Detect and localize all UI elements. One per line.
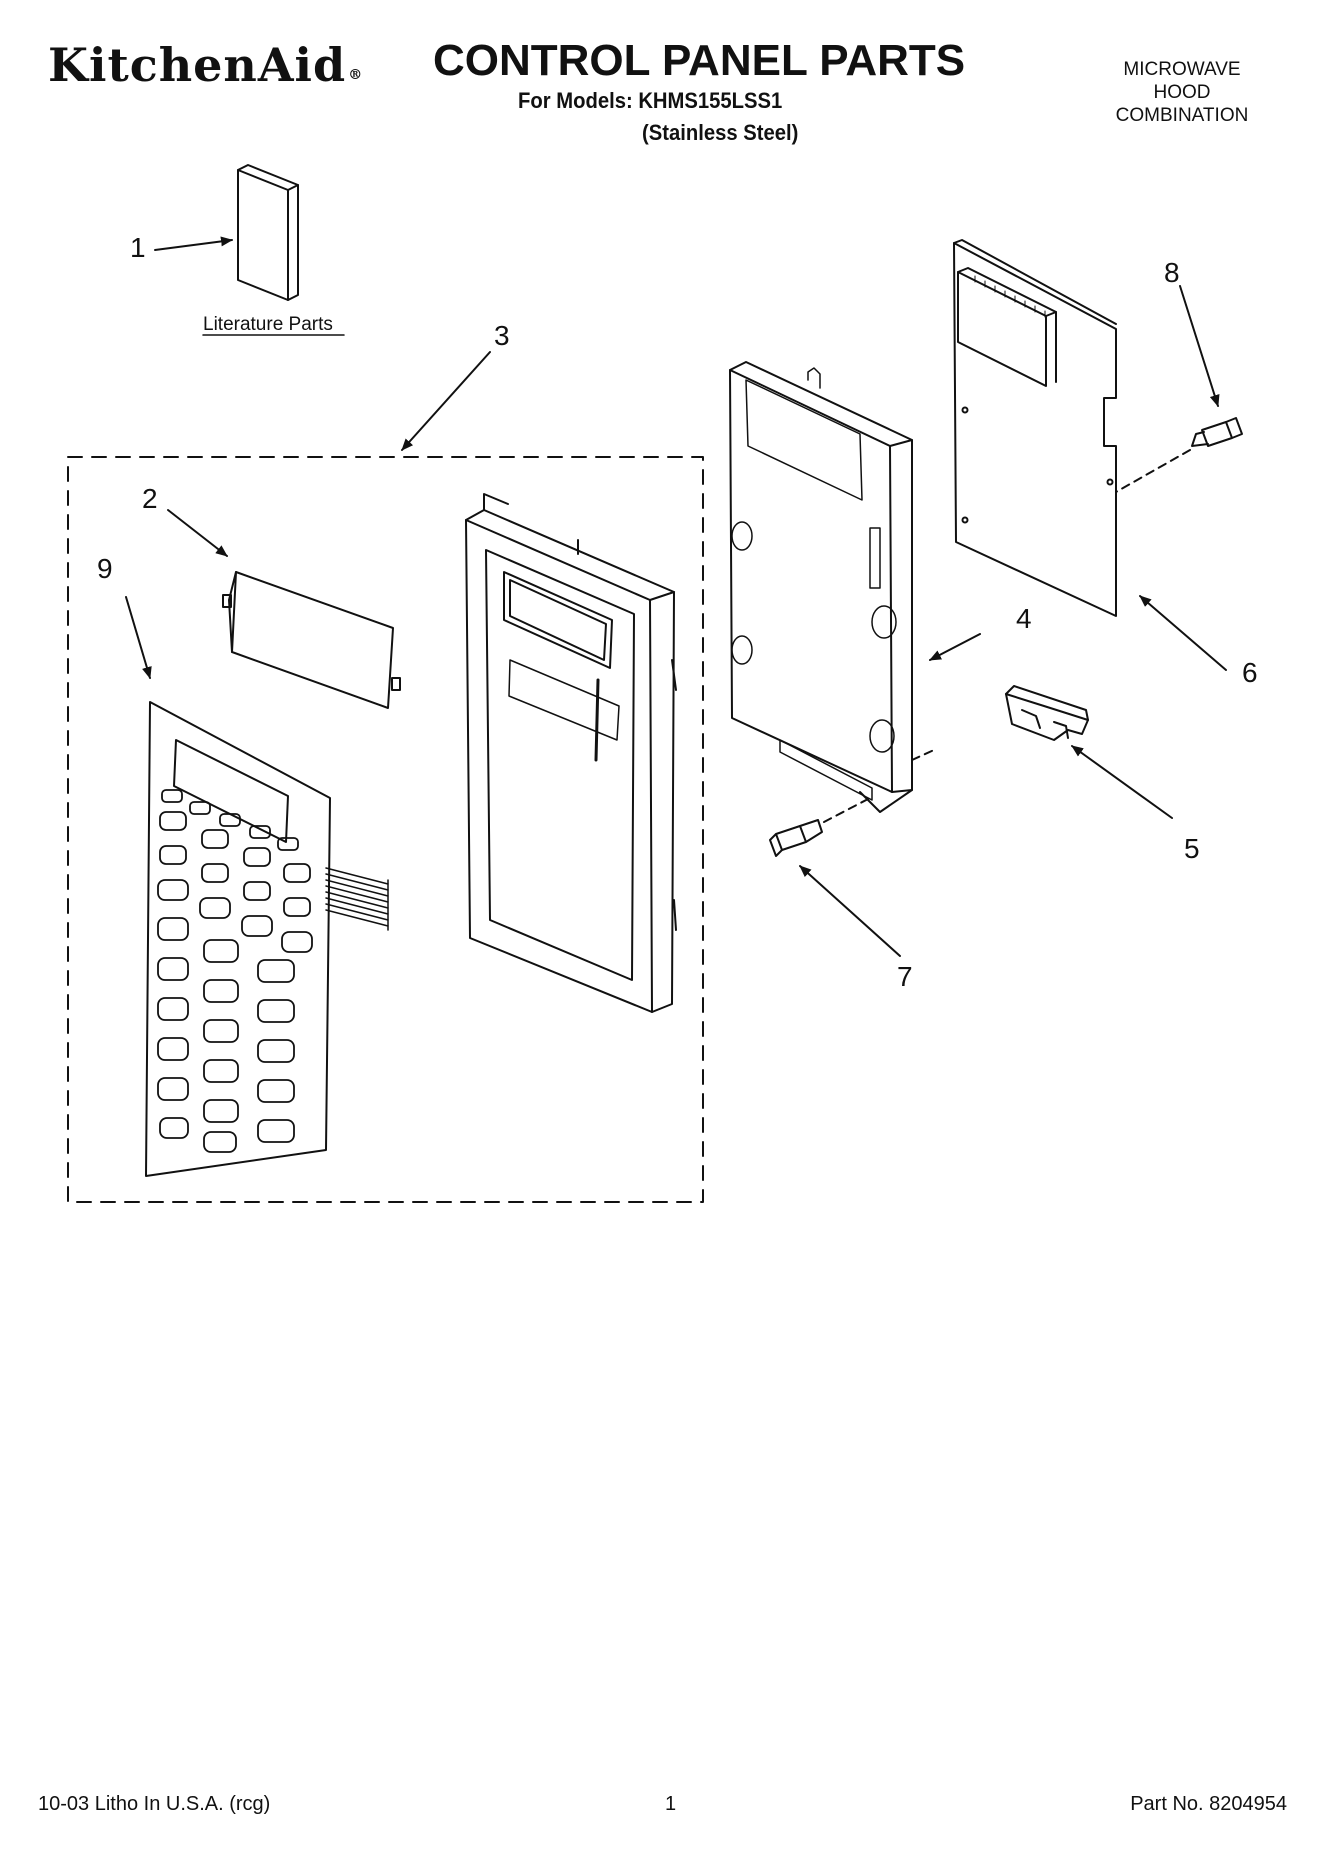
leader-3 (401, 351, 491, 451)
part-9-keypad-overlay (145, 701, 389, 1177)
brand-logo: KitchenAid® (48, 38, 363, 92)
part-number: Part No. 8204954 (1130, 1793, 1287, 1815)
part-3-control-panel-frame (465, 493, 677, 1013)
leader-9 (125, 596, 152, 679)
material-line: (Stainless Steel) (642, 120, 799, 145)
registered-mark: ® (348, 67, 364, 83)
callout-4: 4 (1016, 603, 1032, 634)
page-title: CONTROL PANEL PARTS (433, 36, 966, 85)
product-category: MICROWAVE HOOD COMBINATION (1082, 58, 1282, 127)
leader-4 (929, 633, 981, 661)
ribbon-cable (325, 867, 389, 931)
leader-7 (799, 865, 901, 957)
part-4-control-housing (729, 361, 935, 813)
literature-parts-label: Literature Parts (203, 314, 333, 335)
callout-9: 9 (97, 553, 113, 584)
part-8-board-screw (1115, 417, 1243, 493)
print-info: 10-03 Litho In U.S.A. (rcg) (38, 1793, 271, 1815)
category-line-1: MICROWAVE (1123, 59, 1241, 80)
models-line: For Models: KHMS155LSS1 (518, 88, 783, 113)
callout-1: 1 (130, 232, 146, 263)
callout-5: 5 (1184, 833, 1200, 864)
callout-2: 2 (142, 483, 158, 514)
part-1-literature-booklet (237, 164, 299, 301)
leader-1 (154, 236, 233, 251)
part-2-display-window (222, 571, 401, 709)
leader-5 (1071, 745, 1173, 819)
callout-7: 7 (897, 961, 913, 992)
part-6-control-board (953, 239, 1117, 617)
part-7-housing-screw (769, 797, 871, 857)
category-line-3: COMBINATION (1115, 105, 1249, 126)
leader-8 (1179, 285, 1220, 407)
part-5-bracket (1005, 685, 1089, 741)
leader-6 (1139, 595, 1227, 671)
page-number: 1 (665, 1793, 677, 1815)
keypad-buttons (157, 789, 313, 1153)
category-line-2: HOOD (1153, 82, 1211, 103)
callout-8: 8 (1164, 257, 1180, 288)
callout-3: 3 (494, 320, 510, 351)
leader-2 (167, 509, 228, 557)
assembly-3-boundary (67, 456, 704, 1203)
brand-name: KitchenAid (48, 38, 347, 92)
callout-6: 6 (1242, 657, 1258, 688)
